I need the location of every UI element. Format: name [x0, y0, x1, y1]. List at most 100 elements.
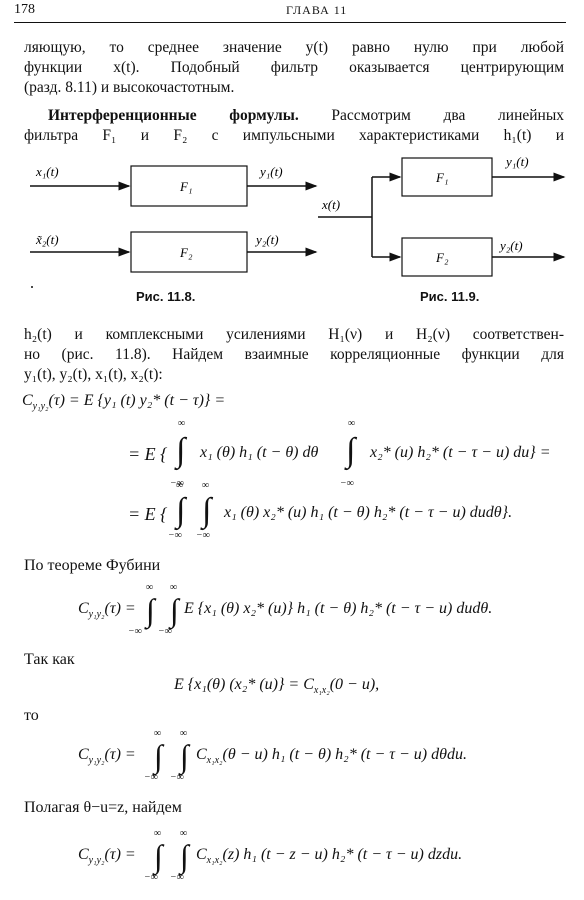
text-line: Так как: [24, 651, 75, 668]
subscript: y₁y₂: [88, 609, 105, 621]
equation-text: x₁ (θ) x₂* (u) h₁ (t − θ) h₂* (t − τ − u…: [224, 504, 513, 521]
figure-caption-11-8: Рис. 11.8.: [136, 289, 196, 304]
text-line: Полагая θ−u=z, найдем: [24, 799, 182, 816]
integral-sign: ∫: [180, 838, 189, 874]
text-since: Так как: [24, 650, 564, 670]
equation-text: (θ − u) h₁ (t − θ) h₂* (t − τ − u) dθdu.: [222, 746, 467, 763]
symbol-c: C: [196, 746, 207, 763]
upper-limit: ∞: [154, 728, 162, 739]
integral-sign: ∫: [154, 738, 163, 774]
lower-limit: −∞: [128, 626, 142, 637]
lower-limit: −∞: [196, 530, 210, 541]
output-label-2: y₂(t): [498, 238, 523, 253]
input-label: x(t): [321, 197, 340, 212]
symbol-c: C: [78, 846, 89, 863]
page-number: 178: [14, 2, 35, 17]
lower-limit: −∞: [170, 772, 184, 783]
equation-text: (τ) =: [104, 600, 136, 617]
subscript: x₁x₂: [206, 855, 223, 867]
upper-limit: ∞: [176, 480, 184, 491]
upper-limit: ∞: [170, 582, 178, 593]
equation-2: Cy₁y₂(τ) =: [78, 600, 136, 620]
equation-1-line-1: Cy₁y₂(τ) = E {y₁ (t) y₂* (t − τ)} =: [22, 392, 225, 412]
text-line: ляющую, то среднее значение y(t) равно н…: [24, 39, 564, 56]
text-line: y₁(t), y₂(t), x₁(t), x₂(t):: [24, 366, 163, 383]
lower-limit: −∞: [158, 626, 172, 637]
subscript: y₁y₂: [88, 755, 105, 767]
equation-text: (τ) =: [104, 846, 136, 863]
symbol-c: C: [196, 846, 207, 863]
equation-3: E {x₁(θ) (x₂* (u)} = Cx₁x₂(0 − u),: [174, 676, 379, 696]
upper-limit: ∞: [348, 418, 356, 429]
equation-4: Cy₁y₂(τ) =: [78, 746, 136, 766]
text-fragment: Рассмотрим два линейных: [331, 107, 564, 124]
block-label-f1: F₁: [435, 170, 448, 185]
subscript: y₁y₂: [32, 401, 49, 413]
stray-dot: [31, 286, 33, 288]
text-line: (разд. 8.11) и высокочастотным.: [24, 79, 235, 96]
output-label-1: y₁(t): [504, 154, 529, 169]
page-header: 178 ГЛАВА 11: [14, 2, 566, 23]
integral-sign: ∫: [180, 738, 189, 774]
equation-text: E {x₁ (θ) x₂* (u)} h₁ (t − θ) h₂* (t − τ…: [184, 600, 493, 617]
equation-5: Cy₁y₂(τ) =: [78, 846, 136, 866]
equation-text: (τ) = E {y₁ (t) y₂* (t − τ)} =: [48, 392, 226, 409]
text-line: фильтра F₁ и F₂ с импульсными характерис…: [24, 127, 564, 144]
equation-text: x₂* (u) h₂* (t − τ − u) du} =: [370, 444, 551, 461]
paragraph-2: Интерференционные формулы. Рассмотрим дв…: [24, 106, 564, 146]
equation-1-line-3: = E {: [128, 504, 167, 525]
text-fubini: По теореме Фубини: [24, 556, 564, 576]
output-label-2: y₂(t): [254, 232, 279, 247]
upper-limit: ∞: [202, 480, 210, 491]
paragraph-1: ляющую, то среднее значение y(t) равно н…: [24, 38, 564, 98]
symbol-c: C: [22, 392, 33, 409]
section-heading: Интерференционные формулы.: [48, 107, 299, 124]
upper-limit: ∞: [180, 828, 188, 839]
equation-text: (τ) =: [104, 746, 136, 763]
lower-limit: −∞: [170, 478, 184, 489]
integral-sign: ∫: [146, 592, 155, 628]
equation-text: x₁ (θ) h₁ (t − θ) dθ: [200, 444, 319, 461]
figure-11-9: F₁ F₂ x(t) y₁(t) y₂(t): [318, 154, 566, 277]
lower-limit: −∞: [340, 478, 354, 489]
text-then: то: [24, 706, 564, 726]
equation-text: = E {: [128, 504, 168, 524]
block-label-f2: F₂: [179, 245, 193, 260]
figure-11-8: F₁ F₂ x₁(t) y₁(t) x̃₂(t) y₂(t): [30, 164, 318, 288]
subscript: x₁x₂: [313, 685, 330, 697]
equation-text: (z) h₁ (t − z − u) h₂* (t − τ − u) dzdu.: [222, 846, 463, 863]
block-label-f2: F₂: [435, 250, 449, 265]
text-setting: Полагая θ−u=z, найдем: [24, 798, 564, 818]
equation-text: Cx₁x₂(θ − u) h₁ (t − θ) h₂* (t − τ − u) …: [196, 746, 467, 766]
input-label-2: x̃₂(t): [35, 232, 59, 247]
figure-caption-11-9: Рис. 11.9.: [420, 289, 480, 304]
block-label-f1: F₁: [179, 179, 192, 194]
lower-limit: −∞: [170, 872, 184, 883]
upper-limit: ∞: [154, 828, 162, 839]
output-label-1: y₁(t): [258, 164, 283, 179]
text-line: Интерференционные формулы. Рассмотрим дв…: [24, 106, 564, 126]
paragraph-3: h₂(t) и комплексными усилениями H₁(ν) и …: [24, 325, 564, 385]
subscript: y₁y₂: [88, 855, 105, 867]
upper-limit: ∞: [146, 582, 154, 593]
subscript: x₁x₂: [206, 755, 223, 767]
integral-sign: ∫: [154, 838, 163, 874]
integral-sign: ∫: [170, 592, 179, 628]
integral-sign: ∫: [202, 492, 212, 529]
input-label-1: x₁(t): [35, 164, 59, 179]
symbol-c: C: [78, 600, 89, 617]
lower-limit: −∞: [168, 530, 182, 541]
lower-limit: −∞: [144, 772, 158, 783]
equation-text: (0 − u),: [329, 676, 380, 693]
text-line: По теореме Фубини: [24, 557, 161, 574]
equation-text: Cx₁x₂(z) h₁ (t − z − u) h₂* (t − τ − u) …: [196, 846, 462, 866]
upper-limit: ∞: [178, 418, 186, 429]
upper-limit: ∞: [180, 728, 188, 739]
integral-sign: ∫: [176, 432, 186, 469]
symbol-c: C: [78, 746, 89, 763]
equation-1-line-2: = E {: [128, 444, 167, 465]
chapter-title: ГЛАВА 11: [286, 3, 348, 17]
text-line: но (рис. 11.8). Найдем взаимные корреляц…: [24, 346, 564, 363]
equation-text: E {x₁(θ) (x₂* (u)} = C: [174, 676, 314, 693]
integral-sign: ∫: [346, 432, 356, 469]
